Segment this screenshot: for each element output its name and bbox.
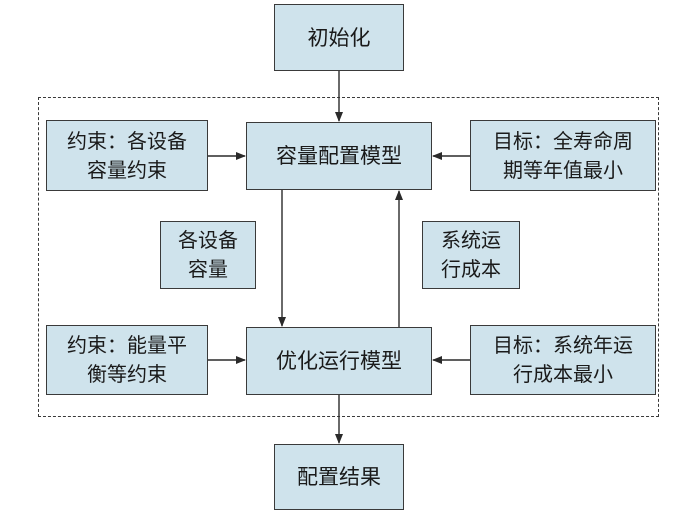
node-init-label: 初始化 — [307, 25, 371, 50]
node-objective-annual-label: 目标：系统年运 行成本最小 — [493, 333, 633, 386]
node-capacity-model-label: 容量配置模型 — [276, 144, 402, 168]
node-system-cost-label: 系统运 行成本 — [441, 228, 501, 281]
node-result-label: 配置结果 — [297, 465, 381, 489]
node-init: 初始化 — [274, 4, 404, 71]
optimization-loop-boundary — [38, 97, 659, 417]
node-result: 配置结果 — [274, 444, 404, 510]
node-constraint-capacity: 约束：各设备 容量约束 — [46, 120, 208, 191]
node-operation-model: 优化运行模型 — [246, 327, 432, 395]
node-objective-annual: 目标：系统年运 行成本最小 — [470, 325, 656, 395]
node-device-capacity: 各设备 容量 — [160, 221, 256, 289]
node-operation-model-label: 优化运行模型 — [276, 349, 402, 373]
node-constraint-energy-label: 约束：能量平 衡等约束 — [67, 333, 187, 386]
node-objective-lifecycle: 目标：全寿命周 期等年值最小 — [470, 120, 656, 191]
node-system-cost: 系统运 行成本 — [422, 221, 520, 289]
node-objective-lifecycle-label: 目标：全寿命周 期等年值最小 — [493, 128, 633, 182]
node-constraint-energy: 约束：能量平 衡等约束 — [46, 325, 208, 395]
node-constraint-capacity-label: 约束：各设备 容量约束 — [67, 128, 187, 182]
node-capacity-model: 容量配置模型 — [246, 122, 432, 190]
node-device-capacity-label: 各设备 容量 — [178, 228, 238, 281]
